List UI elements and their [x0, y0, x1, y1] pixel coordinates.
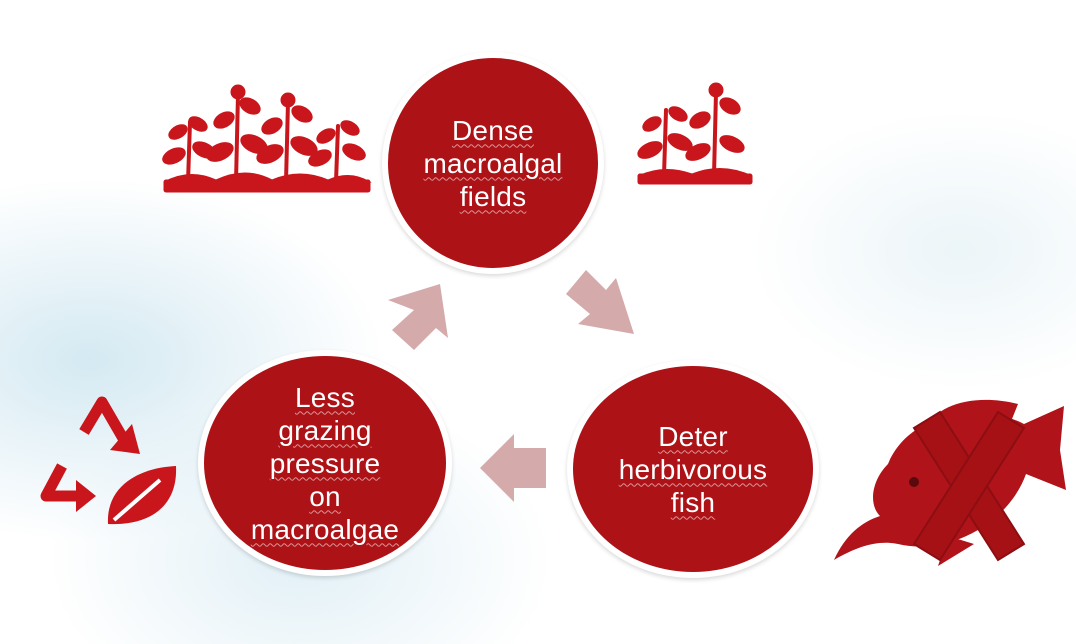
plants-right-icon: [637, 82, 753, 185]
crossed-out-fish-icon: [834, 399, 1066, 566]
node-less-grazing-pressure: Less grazing pressure on macroalgae: [198, 350, 452, 576]
arrow-left-to-top: [388, 284, 448, 350]
recycle-leaf-icon: [40, 396, 177, 525]
plants-left-icon: [162, 84, 372, 193]
arrow-right-to-left: [480, 434, 546, 502]
node-label: Dense macroalgal fields: [423, 114, 563, 212]
arrow-top-to-right: [566, 270, 634, 334]
node-label: Less grazing pressure on macroalgae: [250, 381, 400, 545]
node-label: Deter herbivorous fish: [618, 420, 768, 518]
node-dense-macroalgal-fields: Dense macroalgal fields: [382, 52, 604, 274]
node-deter-herbivorous-fish: Deter herbivorous fish: [567, 360, 819, 578]
